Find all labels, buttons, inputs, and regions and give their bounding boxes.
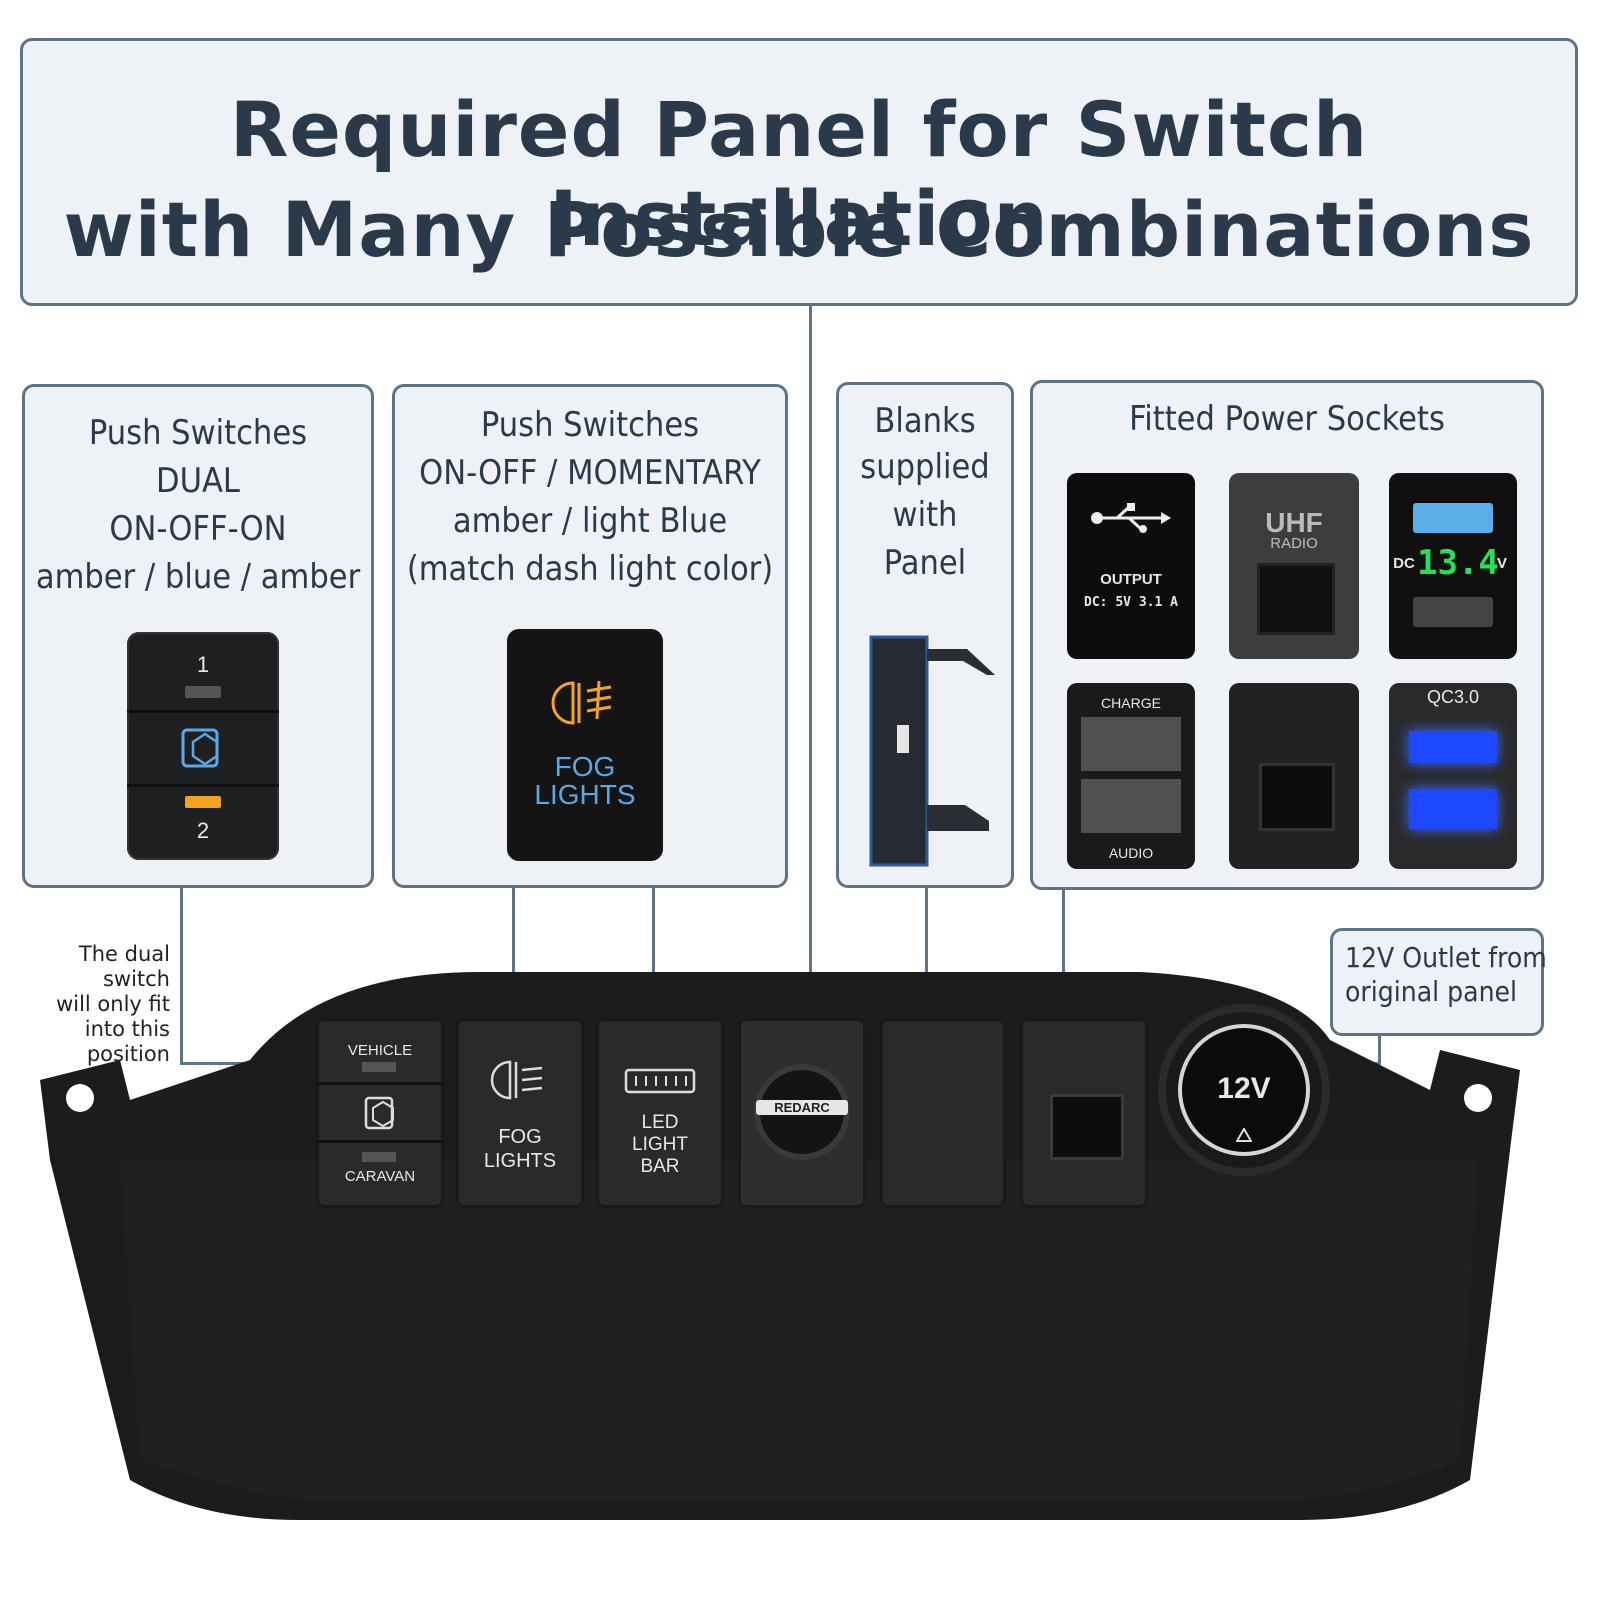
fog-switch-label-1: FOG [554, 751, 616, 782]
panel-fog-label-1: FOG [498, 1126, 542, 1148]
caravan-label: CARAVAN [344, 1168, 416, 1185]
panel-blank [880, 1018, 1006, 1208]
panel-rj45-port [1050, 1094, 1124, 1160]
outlet-note-line-1: 12V Outlet from [1345, 941, 1547, 974]
blanks-title-1: Blanks [874, 401, 976, 441]
momentary-title-1: Push Switches [480, 405, 700, 445]
panel-led-label-2: LIGHT [632, 1134, 688, 1155]
dual-switch-image: 1 2 [127, 632, 279, 860]
dual-connector-v [180, 885, 183, 1065]
dual-title-4: amber / blue / amber [35, 557, 361, 597]
outlet-12v[interactable]: 12V [1166, 1012, 1322, 1168]
outlet-12v-ring [1178, 1024, 1310, 1156]
blanks-title-2: supplied [860, 447, 990, 487]
voltmeter-usb-socket: DC 13.4 V [1389, 473, 1517, 659]
usb-port-bottom [1413, 597, 1493, 627]
dual-note-line-3: into this position [84, 1017, 170, 1066]
panel-fog-switch[interactable]: FOG LIGHTS [456, 1018, 584, 1208]
blanks-title-3: with [892, 495, 958, 535]
dual-title-3: ON-OFF-ON [109, 509, 287, 549]
fog-light-icon [551, 680, 612, 725]
rj45-port-icon [1257, 563, 1335, 635]
panel-dual-divider-1 [316, 1082, 444, 1085]
usb-output-spec: DC: 5V 3.1 A [1084, 595, 1178, 610]
panel-led-bar-switch[interactable]: LED LIGHT BAR [596, 1018, 724, 1208]
outlet-note-line-2: original panel [1345, 975, 1518, 1008]
sockets-connector [1062, 888, 1065, 998]
momentary-connector-a [512, 885, 515, 997]
heading-line-1: Required Panel for Switch Installation [229, 85, 1369, 263]
dual-note-line-1: The dual switch [78, 942, 170, 991]
panel-dual-switch[interactable]: VEHICLE CARAVAN [316, 1018, 444, 1208]
panel-rj45-socket[interactable] [1020, 1018, 1148, 1208]
qc-label: QC3.0 [1426, 687, 1480, 707]
charge-cover [1081, 717, 1181, 771]
qc-port-bottom [1409, 789, 1497, 829]
uhf-radio-socket: UHF RADIO [1229, 473, 1359, 659]
usb-port-top [1413, 503, 1493, 533]
outlet-note-box: 12V Outlet from original panel [1330, 928, 1547, 1036]
panel-fog-icon [490, 1060, 543, 1100]
vehicle-label: VEHICLE [347, 1042, 413, 1059]
panel-led-label-1: LED [641, 1112, 679, 1133]
uhf-sublabel: RADIO [1270, 535, 1318, 552]
blank-cover-icon [869, 635, 995, 867]
dual-switch-led-top [185, 686, 221, 698]
usb-output-socket: OUTPUT DC: 5V 3.1 A [1067, 473, 1195, 659]
dual-title-2: DUAL [156, 461, 240, 501]
blanks-title-4: Panel [883, 543, 967, 583]
blanks-box: Blanks supplied with Panel [836, 382, 1014, 888]
dual-switch-box: Push Switches DUAL ON-OFF-ON amber / blu… [22, 384, 374, 888]
dual-switch-led-bottom [185, 796, 221, 808]
blanks-connector [925, 885, 928, 997]
dual-switch-divider-1 [127, 710, 279, 713]
audio-cover [1081, 779, 1181, 833]
dual-position-note: The dual switch will only fit into this … [10, 942, 170, 1067]
fog-switch-label-2: LIGHTS [534, 779, 636, 810]
caravan-icon [181, 728, 219, 768]
outlet-triangle-icon [1236, 1128, 1252, 1142]
momentary-title-3: amber / light Blue [452, 501, 728, 541]
momentary-title-2: ON-OFF / MOMENTARY [419, 453, 761, 493]
rj45-socket [1229, 683, 1359, 869]
heading-box: Required Panel for Switch Installation w… [20, 38, 1578, 306]
uhf-label: UHF [1265, 507, 1323, 538]
voltmeter-dc-label: DC [1393, 555, 1415, 572]
caravan-led [362, 1152, 396, 1162]
audio-label: AUDIO [1108, 845, 1154, 861]
momentary-switch-box: Push Switches ON-OFF / MOMENTARY amber /… [392, 384, 788, 888]
rj45-socket-port [1259, 763, 1335, 831]
dual-switch-divider-2 [127, 784, 279, 787]
dual-switch-label-2: 2 [196, 818, 210, 843]
qc-port-top [1409, 731, 1497, 763]
charge-label: CHARGE [1101, 695, 1161, 711]
momentary-title-4: (match dash light color) [406, 549, 774, 589]
sockets-box: Fitted Power Sockets OUTPUT DC: 5V 3.1 A… [1030, 380, 1544, 890]
momentary-connector-b [652, 885, 655, 997]
qc-socket: QC3.0 [1389, 683, 1517, 869]
panel-dual-divider-2 [316, 1140, 444, 1143]
fog-switch-image: FOG LIGHTS [507, 629, 663, 861]
dual-switch-label-1: 1 [196, 652, 210, 677]
sockets-title: Fitted Power Sockets [1129, 399, 1445, 439]
dual-title-1: Push Switches [88, 413, 308, 453]
panel-led-label-3: BAR [640, 1156, 680, 1177]
heading-connector [809, 305, 812, 975]
redarc-brand: REDARC [756, 1100, 848, 1115]
outlet-connector-v [1378, 1034, 1381, 1064]
light-bar-icon [624, 1068, 696, 1094]
voltmeter-reading: 13.4 [1417, 543, 1499, 583]
panel-redarc-controller[interactable]: REDARC [738, 1018, 866, 1208]
voltmeter-unit: V [1496, 555, 1507, 572]
dual-note-line-2: will only fit [56, 992, 170, 1016]
vehicle-led [362, 1062, 396, 1072]
usb-output-label: OUTPUT [1100, 571, 1162, 588]
heading-line-2: with Many Possible Combinations [63, 185, 1535, 274]
outlet-12v-label: 12V [1217, 1072, 1271, 1105]
usb-icon [1091, 503, 1171, 533]
charge-audio-socket: CHARGE AUDIO [1067, 683, 1195, 869]
panel-caravan-icon [364, 1096, 394, 1130]
panel-fog-label-2: LIGHTS [483, 1150, 557, 1172]
